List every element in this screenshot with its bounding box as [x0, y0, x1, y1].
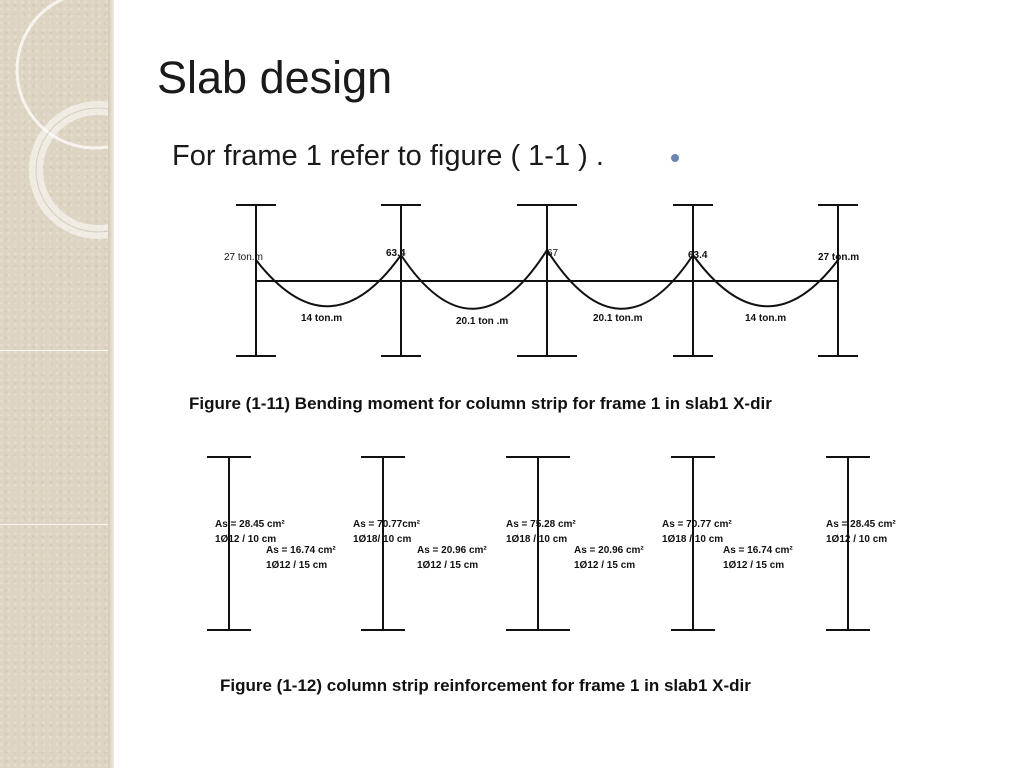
span-moment-4: 14 ton.m — [745, 313, 786, 324]
support-moment-4: 63.4 — [688, 250, 708, 261]
support-bars-3: 1Ø18 / 10 cm — [506, 534, 567, 545]
moment-curve-span-1 — [255, 254, 402, 308]
span-as-1: As = 16.74 cm² — [266, 545, 336, 556]
span-bars-2: 1Ø12 / 15 cm — [417, 560, 478, 571]
support-bars-5: 1Ø12 / 10 cm — [826, 534, 887, 545]
span-bars-4: 1Ø12 / 15 cm — [723, 560, 784, 571]
support-bars-2: 1Ø18/ 10 cm — [353, 534, 411, 545]
figure-11-caption: Figure (1-11) Bending moment for column … — [189, 394, 772, 413]
support-moment-1: 27 ton.m — [224, 252, 263, 263]
support-bars-4: 1Ø18 / 10 cm — [662, 534, 723, 545]
moment-curve-span-3 — [546, 249, 694, 310]
figure-12-caption: Figure (1-12) column strip reinforcement… — [220, 676, 751, 695]
slide-title: Slab design — [157, 52, 393, 103]
span-as-2: As = 20.96 cm² — [417, 545, 487, 556]
slide-subtitle: For frame 1 refer to figure ( 1-1 ) . — [172, 140, 604, 172]
support-as-5: As = 28.45 cm² — [826, 519, 896, 530]
bullet-dot — [671, 154, 679, 162]
span-moment-3: 20.1 ton.m — [593, 313, 643, 324]
support-as-2: As = 70.77cm² — [353, 519, 421, 530]
moment-curve-span-4 — [692, 254, 839, 308]
span-as-3: As = 20.96 cm² — [574, 545, 644, 556]
support-moment-5: 27 ton.m — [818, 252, 859, 263]
support-moment-3: 67 — [547, 248, 559, 259]
span-bars-3: 1Ø12 / 15 cm — [574, 560, 635, 571]
sidebar-rings — [15, 0, 112, 239]
support-as-1: As = 28.45 cm² — [215, 519, 285, 530]
span-moment-1: 14 ton.m — [301, 313, 342, 324]
support-moment-2: 63.4 — [386, 248, 406, 259]
span-moment-2: 20.1 ton .m — [456, 316, 508, 327]
support-as-4: As = 70.77 cm² — [662, 519, 732, 530]
span-bars-1: 1Ø12 / 15 cm — [266, 560, 327, 571]
support-bars-1: 1Ø12 / 10 cm — [215, 534, 276, 545]
moment-curve-span-2 — [400, 249, 548, 310]
sidebar-edge — [108, 0, 114, 768]
decorative-sidebar — [0, 0, 112, 768]
span-as-4: As = 16.74 cm² — [723, 545, 793, 556]
support-as-3: As = 75.28 cm² — [506, 519, 576, 530]
